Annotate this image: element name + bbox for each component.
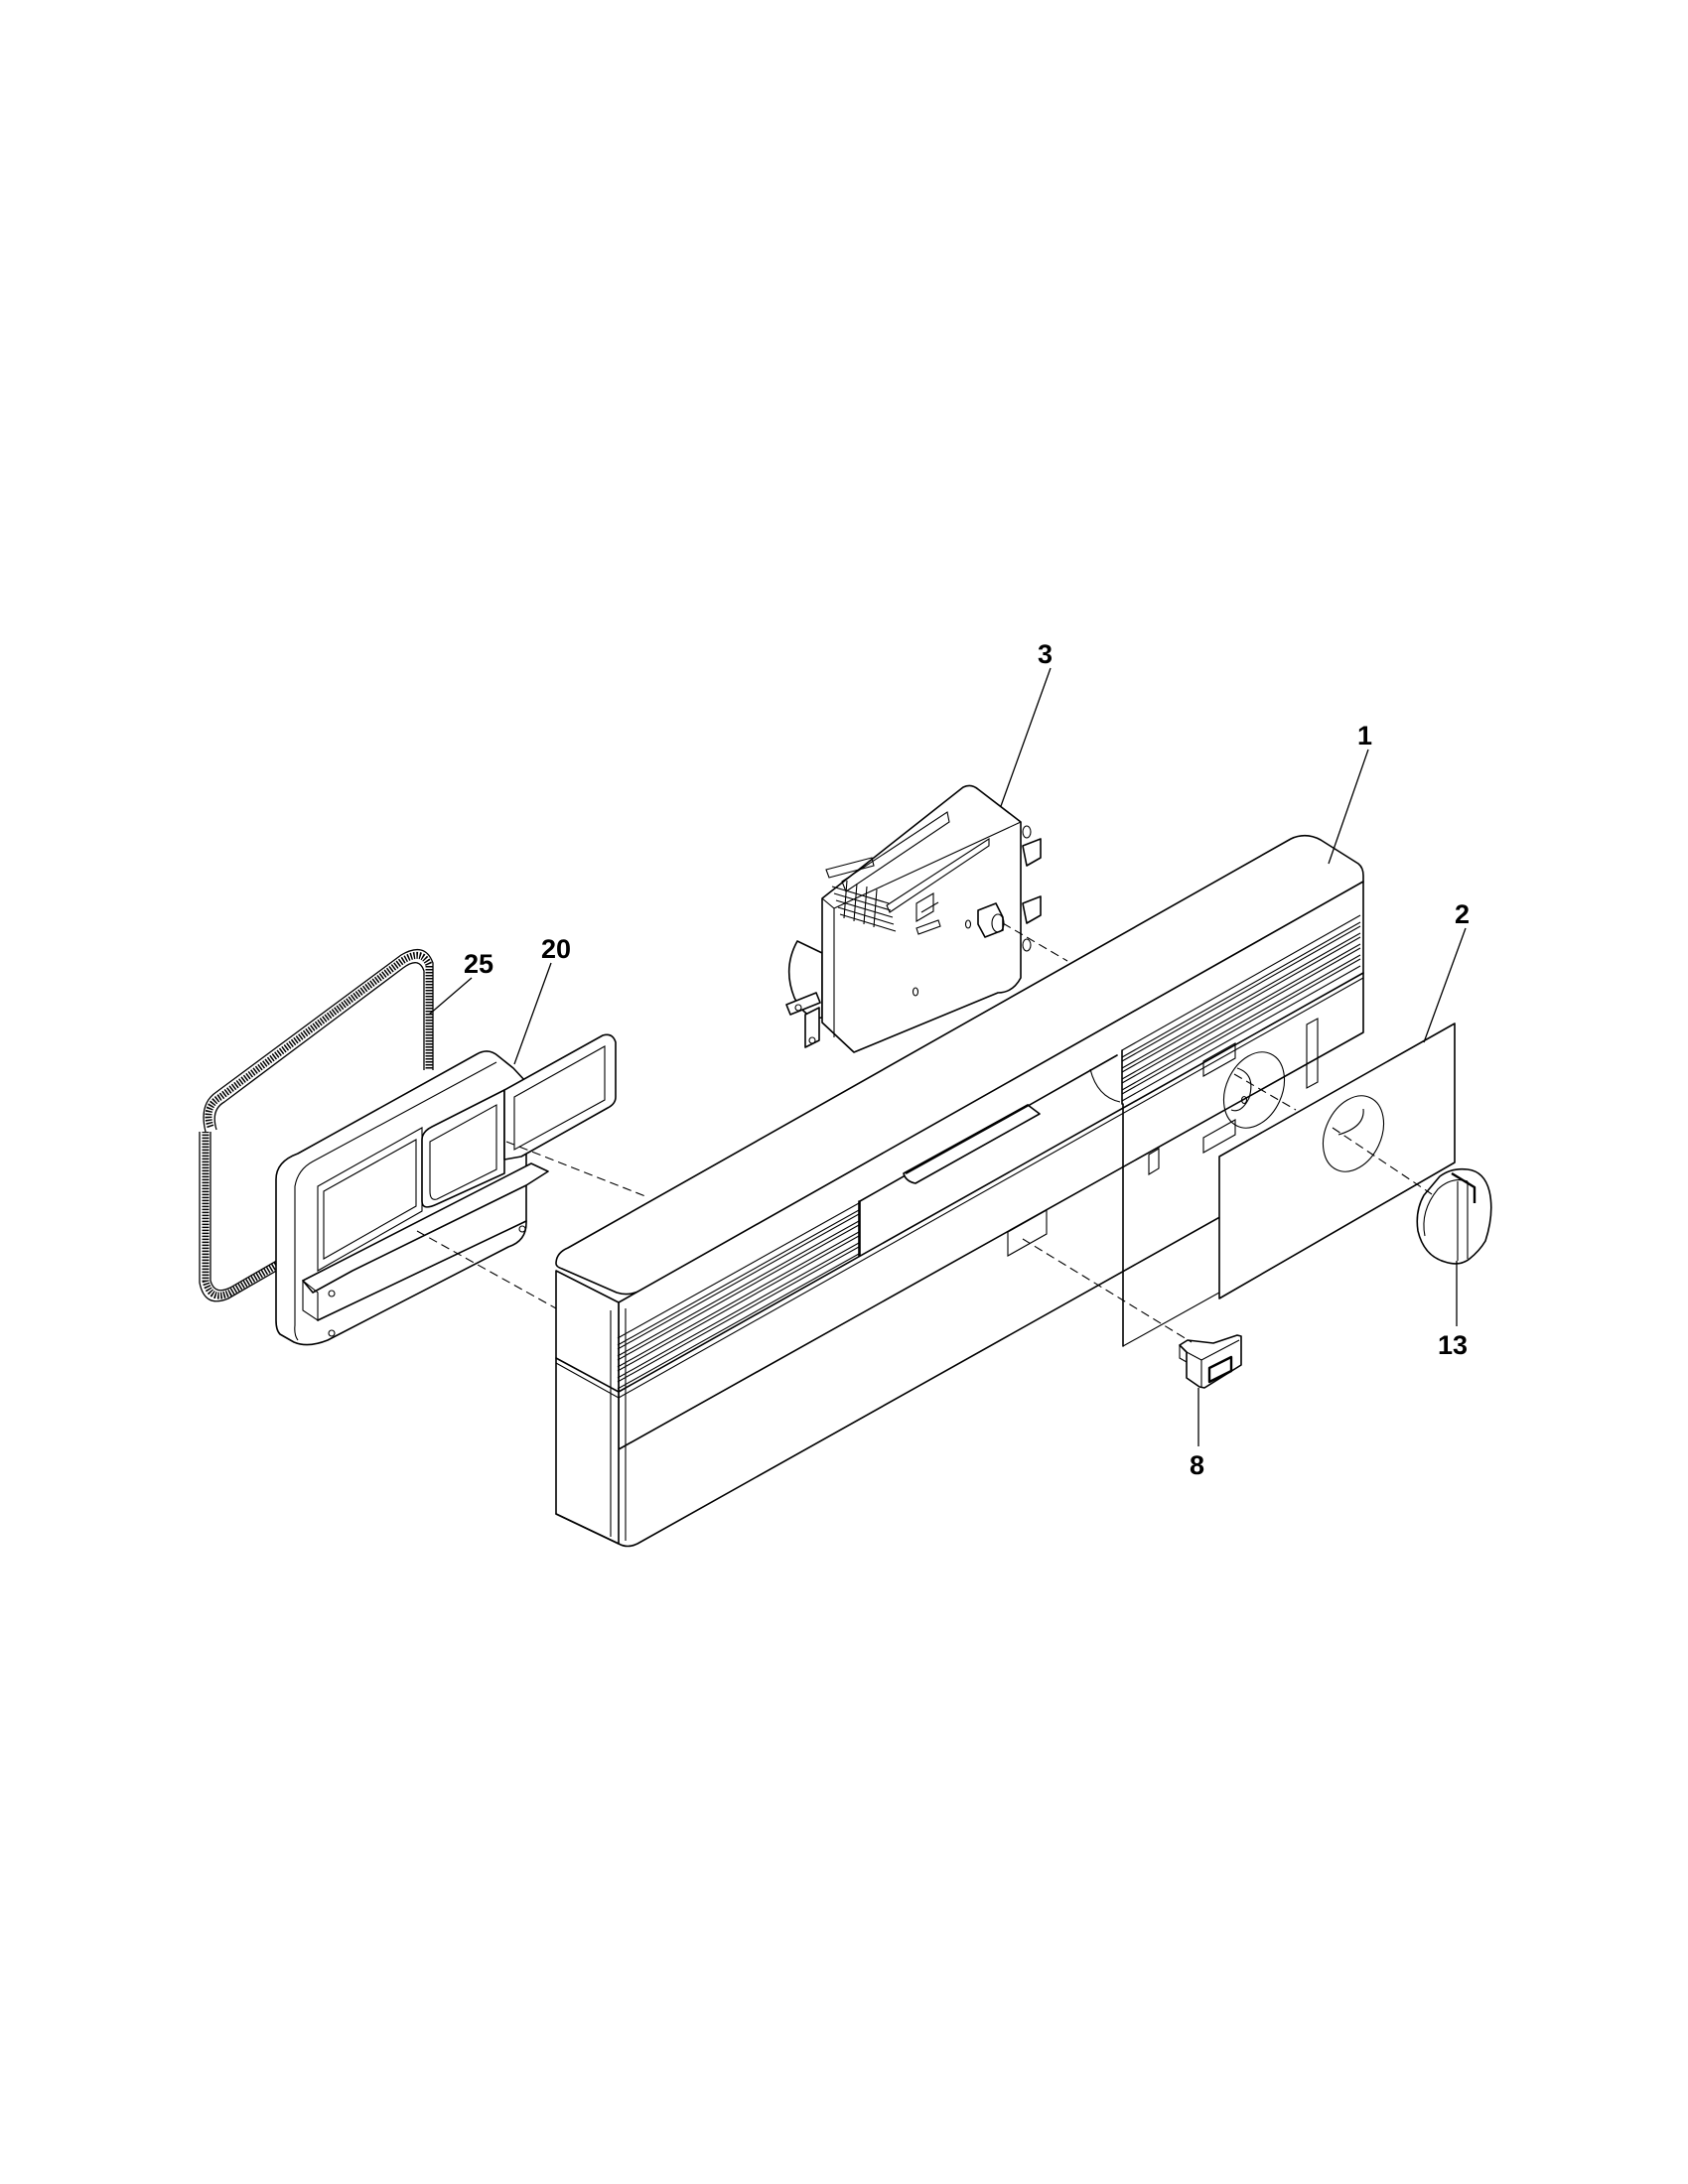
callout-label-3: 3 — [1038, 639, 1053, 669]
assembly-lines — [416, 922, 1433, 1343]
dispenser-door-part-20[interactable] — [275, 1033, 617, 1346]
timer-part-3[interactable] — [785, 784, 1042, 1053]
vent-louvres-right — [1121, 914, 1361, 1105]
handle-recess — [859, 1054, 1121, 1257]
callout-3[interactable]: 3 — [1000, 639, 1053, 807]
callout-8[interactable]: 8 — [1190, 1388, 1204, 1480]
callout-label-1: 1 — [1357, 721, 1372, 751]
callout-label-2: 2 — [1455, 899, 1470, 929]
control-overlay-part-2[interactable] — [1218, 1023, 1456, 1299]
callout-25[interactable]: 25 — [428, 949, 493, 1016]
callout-13[interactable]: 13 — [1438, 1261, 1468, 1360]
callout-label-25: 25 — [464, 949, 493, 979]
timer-knob-part-13[interactable] — [1416, 1167, 1492, 1265]
gasket-part-25[interactable] — [199, 948, 434, 1302]
rocker-switch-part-8[interactable] — [1179, 1334, 1242, 1389]
vent-louvres-left — [617, 1200, 860, 1390]
control-area — [1122, 1018, 1319, 1347]
callout-label-20: 20 — [541, 934, 571, 964]
callout-20[interactable]: 20 — [513, 934, 571, 1065]
callout-label-8: 8 — [1190, 1450, 1204, 1480]
callout-2[interactable]: 2 — [1423, 899, 1470, 1043]
console-panel-part-1[interactable] — [555, 834, 1364, 1548]
switch-slot — [1007, 1209, 1048, 1257]
callout-label-13: 13 — [1438, 1330, 1468, 1360]
callout-1[interactable]: 1 — [1328, 721, 1372, 865]
